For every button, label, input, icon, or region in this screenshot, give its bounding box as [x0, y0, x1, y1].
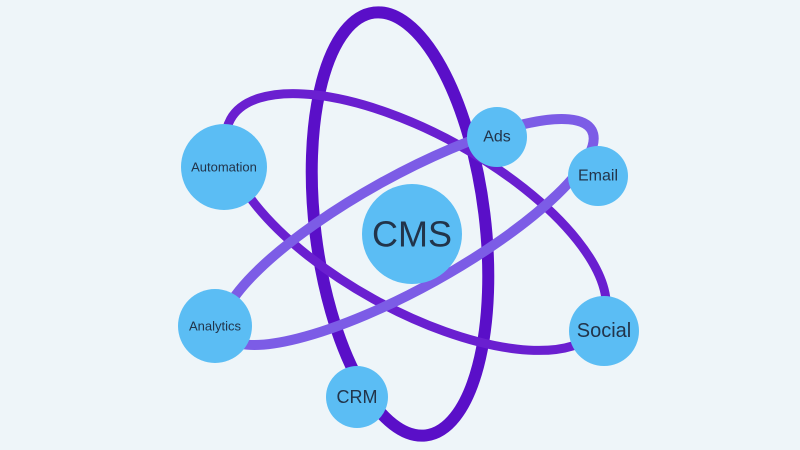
orbit-vertical	[305, 6, 495, 442]
ads-label: Ads	[483, 129, 511, 146]
email-node[interactable]: Email	[568, 146, 628, 206]
ads-node[interactable]: Ads	[467, 107, 527, 167]
social-node[interactable]: Social	[569, 296, 639, 366]
automation-node[interactable]: Automation	[181, 124, 267, 210]
email-label: Email	[578, 168, 618, 185]
cms-node[interactable]: CMS	[362, 184, 462, 284]
crm-node[interactable]: CRM	[326, 366, 388, 428]
crm-label: CRM	[337, 387, 378, 407]
automation-label: Automation	[191, 160, 257, 175]
analytics-label: Analytics	[189, 319, 242, 334]
cms-label: CMS	[372, 214, 452, 255]
social-label: Social	[577, 320, 631, 342]
analytics-node[interactable]: Analytics	[178, 289, 252, 363]
